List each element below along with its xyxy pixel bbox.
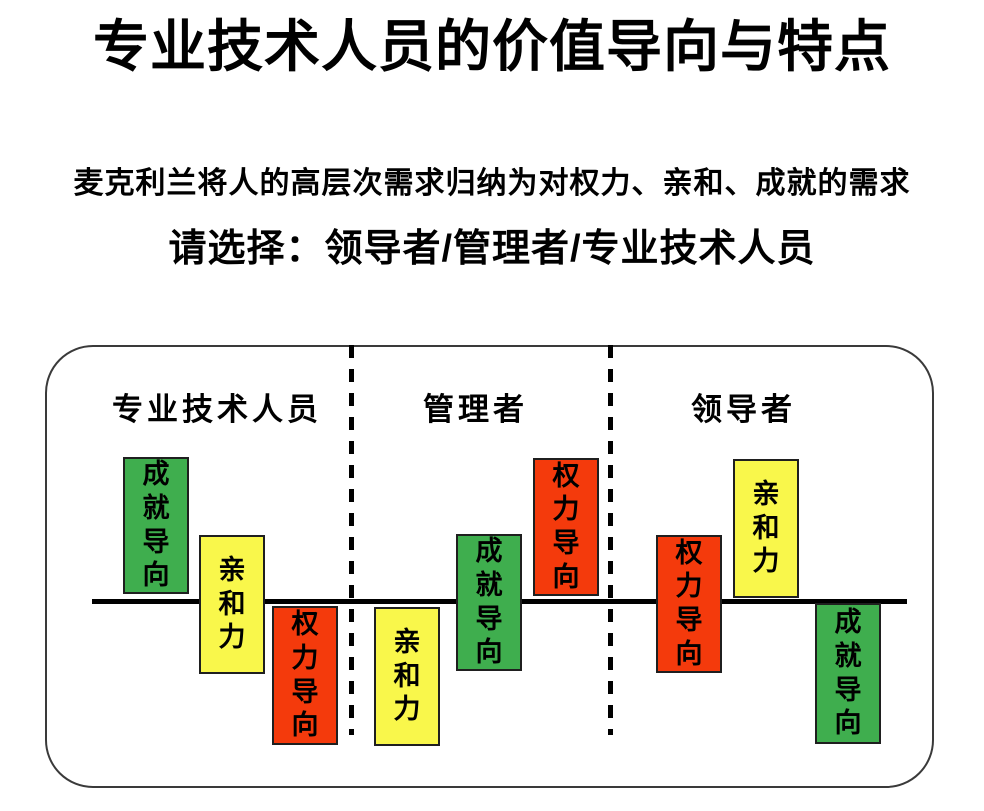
section-divider-dashed-1 <box>349 345 354 735</box>
bar-power-leader: 权力导向 <box>656 535 722 673</box>
bar-label: 亲和力 <box>218 554 246 653</box>
bar-label: 权力导向 <box>675 537 703 669</box>
section-divider-dashed-2 <box>608 345 613 735</box>
bar-label: 权力导向 <box>552 460 580 592</box>
bar-label: 成就导向 <box>475 536 503 668</box>
bar-achievement-professional: 成就导向 <box>123 457 189 594</box>
bar-label: 成就导向 <box>834 607 862 739</box>
bar-label: 亲和力 <box>752 478 780 577</box>
group-label-leader: 领导者 <box>691 392 796 427</box>
group-label-professional: 专业技术人员 <box>112 392 322 427</box>
bar-power-manager: 权力导向 <box>533 458 599 596</box>
page-title: 专业技术人员的价值导向与特点 <box>93 15 891 78</box>
bar-label: 亲和力 <box>393 626 421 725</box>
bar-affinity-professional: 亲和力 <box>199 535 265 674</box>
bar-label: 权力导向 <box>291 609 319 741</box>
bar-achievement-leader: 成就导向 <box>815 603 881 744</box>
bar-label: 成就导向 <box>142 459 170 591</box>
bar-achievement-manager: 成就导向 <box>456 534 522 671</box>
bar-affinity-manager: 亲和力 <box>374 607 440 746</box>
bar-affinity-leader: 亲和力 <box>733 459 799 598</box>
bar-power-professional: 权力导向 <box>272 606 338 745</box>
intro-text: 麦克利兰将人的高层次需求归纳为对权力、亲和、成就的需求 <box>73 167 911 200</box>
prompt-text: 请选择：领导者/管理者/专业技术人员 <box>168 228 816 270</box>
group-label-manager: 管理者 <box>423 392 528 427</box>
